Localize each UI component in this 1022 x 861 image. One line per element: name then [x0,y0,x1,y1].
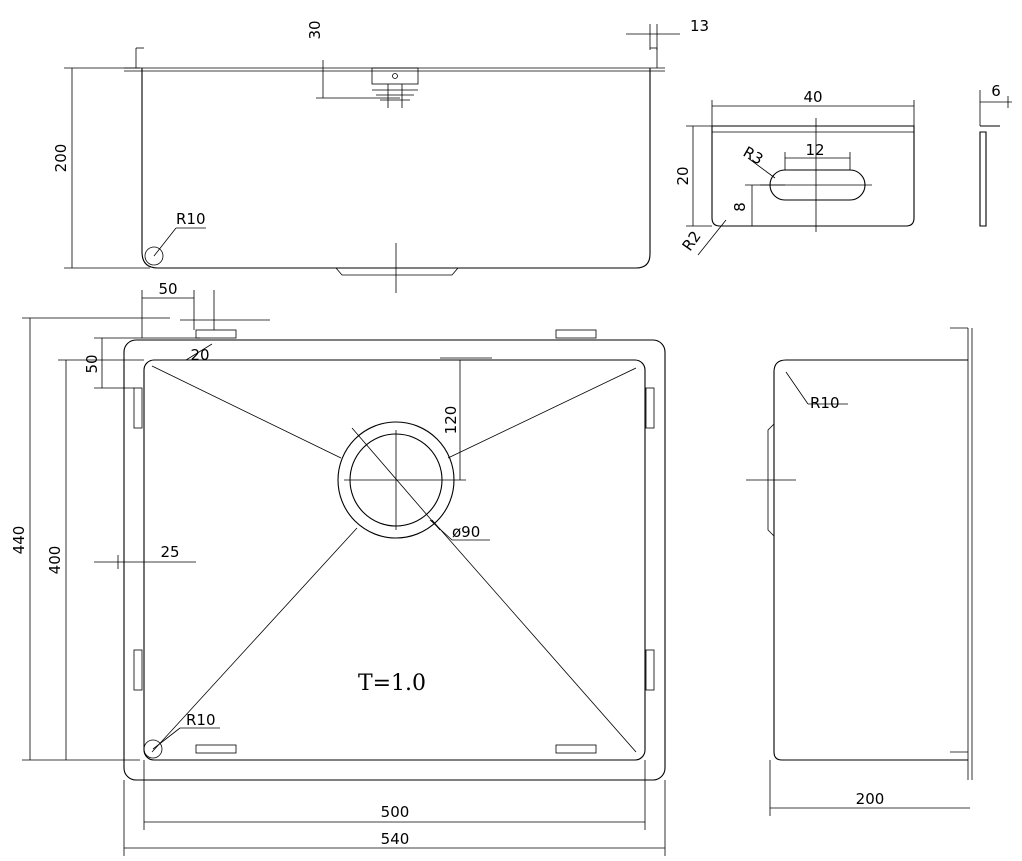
plan-radius-label: R10 [186,711,216,729]
outer-height-label: 440 [10,526,28,555]
plan-view: ø90 120 T=1.0 50 20 50 [10,280,666,856]
bracket-height-label: 20 [674,166,692,185]
top-view-radius-label: R10 [176,210,206,228]
clip-offset-y-label: 20 [190,346,209,364]
overflow-fitting-detail [372,84,418,108]
slot-length-label: 12 [805,141,824,159]
drain-diameter-label: ø90 [452,523,480,541]
outer-width-label: 540 [381,830,410,848]
top-view: 30 13 200 R10 [52,17,709,293]
flange-label: 13 [690,17,709,35]
bracket-plate [711,125,915,227]
top-view-drain [335,267,459,276]
bracket-corner-radius-label: R2 [679,228,705,255]
overflow-fitting [371,67,419,85]
slot-radius-label: R3 [740,143,766,169]
slot-offset-label: 8 [731,202,749,212]
side-view: R10 200 [746,327,973,816]
side-radius-label: R10 [810,394,840,412]
plan-inner-bowl [143,359,646,761]
side-depth-label: 200 [856,790,885,808]
bracket-detail: 40 12 R3 20 8 R2 [674,88,915,256]
side-offset-label: 25 [160,543,179,561]
side-view-body [773,359,968,761]
plan-outer-rim [123,339,666,781]
plan-clips [133,329,655,754]
inner-width-label: 500 [381,803,410,821]
rim-offset-label: 50 [83,354,101,373]
bracket-thickness-label: 6 [991,82,1001,100]
top-view-body [141,68,651,269]
thickness-note: T=1.0 [358,671,426,696]
overflow-offset-label: 30 [306,20,324,39]
bracket-side-profile [979,125,1000,227]
drain-offset-label: 120 [442,406,460,435]
bracket-width-label: 40 [803,88,822,106]
bracket-slot [769,169,866,201]
clip-offset-x-label: 50 [158,280,177,298]
inner-height-label: 400 [46,546,64,575]
bracket-side: 6 [979,82,1012,227]
top-view-height-label: 200 [52,144,70,173]
